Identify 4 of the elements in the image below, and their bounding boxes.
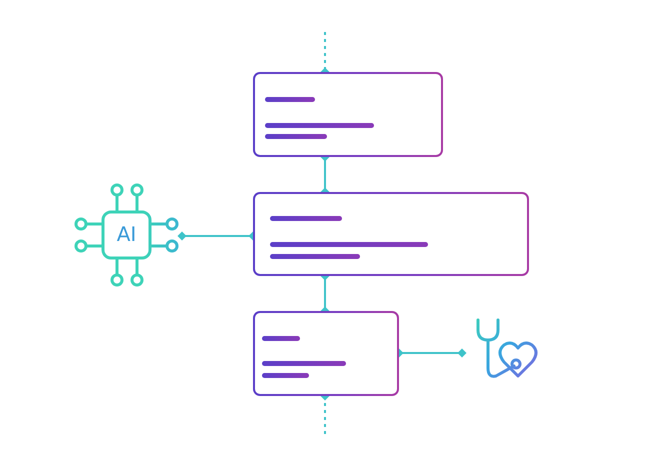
content-card — [253, 72, 443, 157]
content-card — [253, 192, 529, 276]
chip-label: AI — [116, 222, 138, 246]
content-card — [253, 311, 399, 396]
